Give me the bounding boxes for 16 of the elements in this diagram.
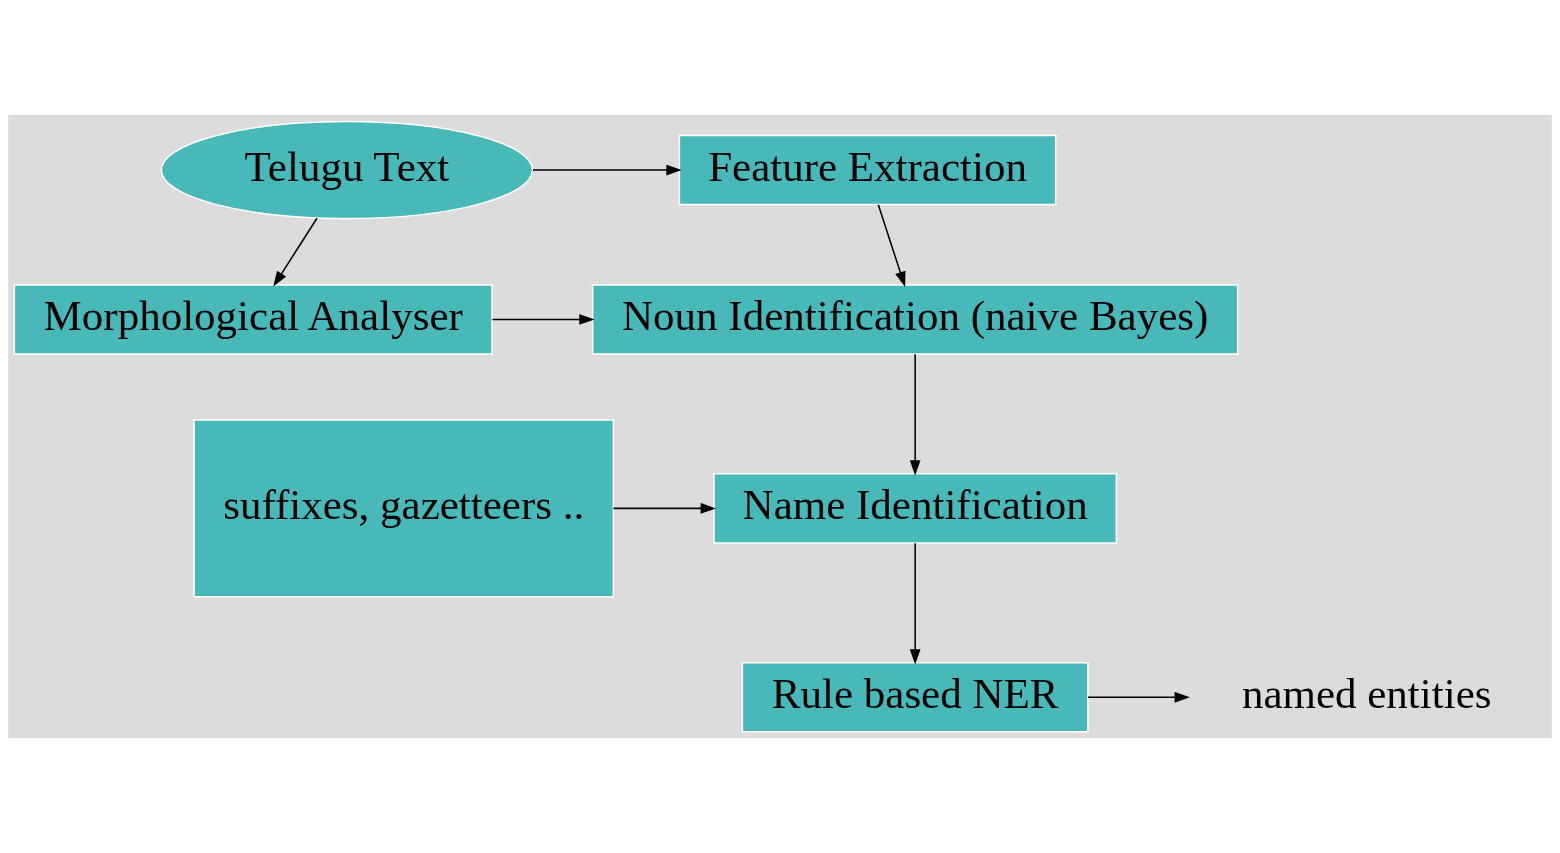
arrow	[877, 204, 906, 288]
node-box: Feature Extraction	[678, 134, 1057, 206]
node-box: Name Identification	[713, 473, 1118, 544]
arrow	[273, 217, 318, 287]
arrow	[909, 542, 921, 665]
node-box: Noun Identification (naive Bayes)	[591, 284, 1239, 355]
arrow	[532, 164, 682, 176]
node-box: Rule based NER	[741, 661, 1089, 733]
node-box: suffixes, gazetteers ..	[193, 419, 615, 598]
arrow	[612, 503, 716, 514]
node-box: Morphological Analyser	[13, 284, 493, 355]
node-ellipse: Telugu Text	[160, 120, 534, 220]
arrow	[909, 353, 921, 476]
arrow	[491, 314, 595, 325]
arrow	[1087, 691, 1190, 703]
node-text: named entities	[1241, 669, 1492, 717]
